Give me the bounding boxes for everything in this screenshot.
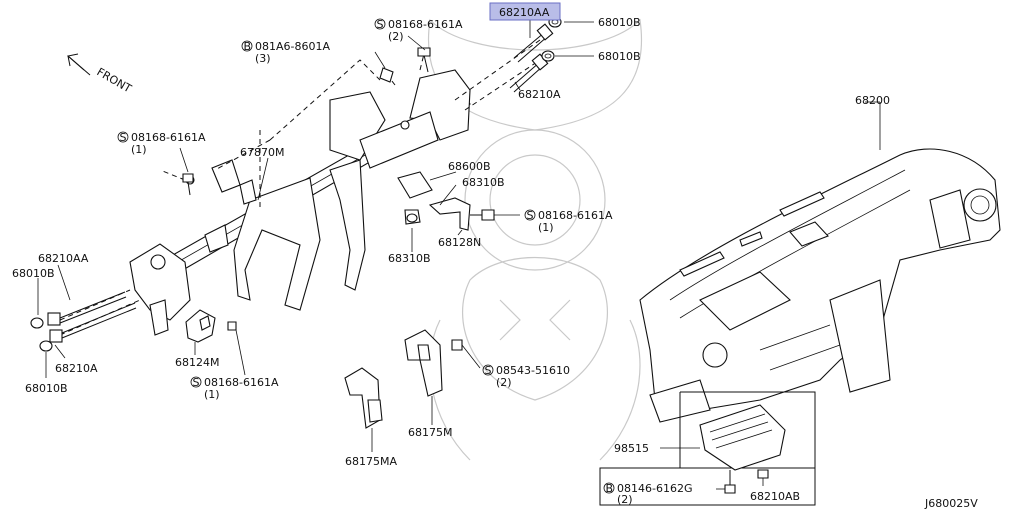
leader-lines xyxy=(37,18,881,490)
bracket-68128n xyxy=(428,197,471,231)
fastener-code: 08168-6161A xyxy=(538,209,613,222)
fastener-symbol: B xyxy=(244,40,252,53)
fastener-f2[interactable]: B 081A6-8601A (3) xyxy=(241,40,330,65)
label-68310b-b[interactable]: 68310B xyxy=(388,252,431,265)
fastener-symbol: S xyxy=(193,376,200,389)
fastener-symbol: S xyxy=(120,131,127,144)
fastener-code: 08168-6161A xyxy=(388,18,463,31)
bracket-68175ma xyxy=(344,367,383,429)
label-67870m[interactable]: 67870M xyxy=(240,146,284,159)
fastener-f1[interactable]: S 08168-6161A (2) xyxy=(374,18,463,43)
label-68210a-left[interactable]: 68210A xyxy=(55,362,98,375)
front-label: FRONT xyxy=(95,65,134,95)
highlight-box xyxy=(489,2,561,21)
fastener-qty: (2) xyxy=(388,30,404,43)
fastener-symbol: B xyxy=(606,482,614,495)
fastener-qty: (1) xyxy=(204,388,220,401)
fastener-qty: (2) xyxy=(496,376,512,389)
fastener-f7[interactable]: B 08146-6162G (2) xyxy=(603,482,692,506)
label-68210aa-left[interactable]: 68210AA xyxy=(38,252,89,265)
fastener-symbol: S xyxy=(527,209,534,222)
label-68128n[interactable]: 68128N xyxy=(438,236,481,249)
nut-68010b-left2 xyxy=(39,340,53,352)
fastener-code: 08168-6161A xyxy=(204,376,279,389)
bolt-68210a-left xyxy=(49,302,137,343)
airbag-box xyxy=(599,391,816,506)
bracket-68124m xyxy=(185,309,237,343)
front-arrow: FRONT xyxy=(66,53,134,96)
fastener-symbol: S xyxy=(377,18,384,31)
label-68210ab[interactable]: 68210AB xyxy=(750,490,800,503)
label-68600b[interactable]: 68600B xyxy=(448,160,491,173)
label-68010b-1[interactable]: 68010B xyxy=(598,16,641,29)
bolt-68210aa-top xyxy=(513,23,554,63)
part-labels: 68210AA 68010B 68010B 68210A 68200 67870… xyxy=(12,6,978,510)
label-68124m[interactable]: 68124M xyxy=(175,356,219,369)
fastener-qty: (3) xyxy=(255,52,271,65)
label-68175ma[interactable]: 68175MA xyxy=(345,455,397,468)
bolt-68128n xyxy=(470,209,495,221)
fastener-qty: (2) xyxy=(617,493,633,506)
clip-68310b xyxy=(404,209,421,225)
fastener-code: 08168-6161A xyxy=(131,131,206,144)
fastener-symbol: S xyxy=(485,364,492,377)
label-68010b-left2[interactable]: 68010B xyxy=(25,382,68,395)
bolt-68210aa-left xyxy=(47,291,127,326)
label-98515[interactable]: 98515 xyxy=(614,442,649,455)
nut-68010b-2 xyxy=(541,50,555,62)
fastener-qty: (1) xyxy=(131,143,147,156)
bolt-left-upper xyxy=(182,173,194,196)
label-68310b-a[interactable]: 68310B xyxy=(462,176,505,189)
fastener-code: 08146-6162G xyxy=(617,482,692,495)
fastener-code: 08543-51610 xyxy=(496,364,570,377)
assembly-guide-lines xyxy=(59,39,541,336)
instrument-panel-68200 xyxy=(639,148,1001,423)
bracket-68175m xyxy=(404,329,463,397)
bracket-68600b xyxy=(397,171,433,199)
label-68210aa-top[interactable]: 68210AA xyxy=(499,6,550,19)
nut-68010b-left1 xyxy=(30,317,44,329)
fastener-f4[interactable]: S 08168-6161A (1) xyxy=(524,209,613,234)
steering-member-67870m xyxy=(129,69,471,336)
fastener-code: 081A6-8601A xyxy=(255,40,330,53)
label-68175m[interactable]: 68175M xyxy=(408,426,452,439)
label-68210a-top[interactable]: 68210A xyxy=(518,88,561,101)
label-68010b-left1[interactable]: 68010B xyxy=(12,267,55,280)
bolt-68210a-top xyxy=(509,53,549,93)
label-68200[interactable]: 68200 xyxy=(855,94,890,107)
airbag-module-98515 xyxy=(699,404,786,494)
label-68010b-2[interactable]: 68010B xyxy=(598,50,641,63)
bolt-small-mid xyxy=(379,67,394,83)
diagram-code: J680025V xyxy=(924,497,978,510)
fastener-f3[interactable]: S 08168-6161A (1) xyxy=(117,131,206,156)
fastener-f5[interactable]: S 08168-6161A (1) xyxy=(190,376,279,401)
fastener-qty: (1) xyxy=(538,221,554,234)
fastener-f6[interactable]: S 08543-51610 (2) xyxy=(482,364,570,389)
bolt-small-top xyxy=(417,47,431,73)
